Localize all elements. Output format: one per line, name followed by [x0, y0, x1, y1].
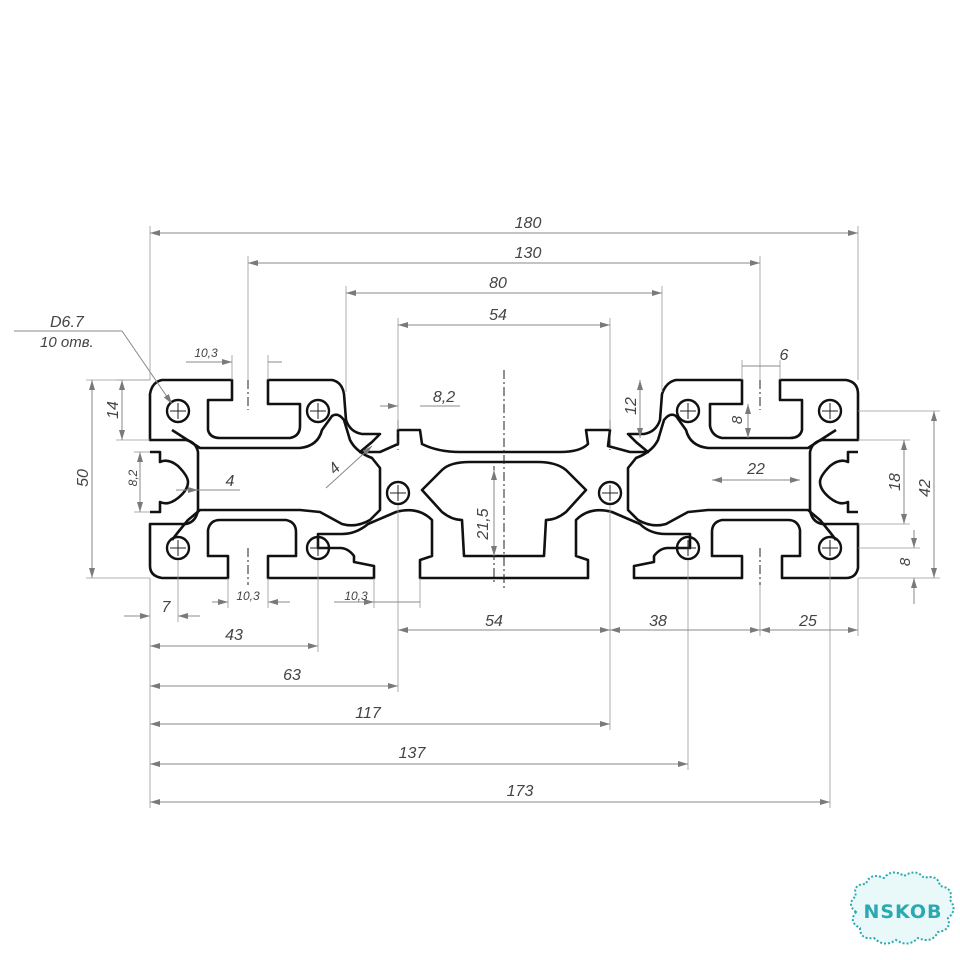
hole-8 — [817, 398, 843, 424]
hole-3 — [165, 535, 191, 561]
dim-42: 42 — [917, 479, 934, 497]
mounting-holes — [165, 398, 843, 561]
dim-8-right: 8 — [729, 415, 746, 424]
bottom-dimensions: 7 10,3 10,3 54 38 25 43 63 — [124, 505, 859, 808]
dim-8-2-core: 8,2 — [433, 389, 455, 406]
dim-117: 117 — [355, 705, 382, 722]
dim-18: 18 — [887, 473, 904, 491]
dim-4-radius: 4 — [326, 460, 344, 478]
left-dimensions: D6.7 10 отв. 14 50 8,2 4 4 21,5 — [14, 314, 497, 579]
dim-54-top: 54 — [489, 307, 507, 324]
hole-1 — [165, 398, 191, 424]
hole-4 — [305, 535, 331, 561]
dim-22: 22 — [746, 461, 765, 478]
logo-text: NSKOB — [863, 901, 942, 923]
dim-137: 137 — [399, 745, 427, 762]
central-core-cavity — [420, 460, 588, 558]
hole-5 — [385, 480, 411, 506]
nskob-logo: NSKOB — [850, 871, 955, 945]
hole-10 — [817, 535, 843, 561]
profile-outer-contour — [148, 378, 860, 580]
right-slot-lips — [818, 450, 858, 514]
hole-7 — [675, 398, 701, 424]
dim-21-5: 21,5 — [475, 508, 492, 540]
dim-6: 6 — [780, 347, 789, 364]
dim-10-3-bottom-a: 10,3 — [236, 589, 260, 603]
left-slot-lips — [150, 450, 190, 514]
hole-diameter: D6.7 — [50, 314, 85, 331]
dim-54-bottom: 54 — [485, 613, 503, 630]
dim-8-bottom-right: 8 — [897, 557, 914, 566]
dim-173: 173 — [507, 783, 534, 800]
dim-25: 25 — [798, 613, 817, 630]
dim-80: 80 — [489, 275, 507, 292]
dim-50: 50 — [75, 469, 92, 487]
dim-7: 7 — [162, 599, 172, 616]
dim-63: 63 — [283, 667, 301, 684]
dim-10-3-top: 10,3 — [194, 346, 218, 360]
right-web-loop — [626, 413, 838, 541]
hole-9 — [675, 535, 701, 561]
hole-2 — [305, 398, 331, 424]
dim-12: 12 — [623, 397, 640, 415]
dim-180: 180 — [515, 215, 542, 232]
top-dimensions: 180 130 80 54 10,3 8,2 6 12 — [149, 215, 859, 483]
dim-14: 14 — [105, 401, 122, 419]
dim-38: 38 — [649, 613, 667, 630]
right-dimensions: 18 42 8 — [858, 410, 940, 604]
dim-43: 43 — [225, 627, 243, 644]
dim-130: 130 — [515, 245, 542, 262]
dim-8-2-left: 8,2 — [126, 469, 140, 486]
hole-count: 10 отв. — [40, 334, 94, 351]
hole-6 — [597, 480, 623, 506]
dim-4-wall: 4 — [226, 473, 235, 490]
dim-10-3-bottom-b: 10,3 — [344, 589, 368, 603]
